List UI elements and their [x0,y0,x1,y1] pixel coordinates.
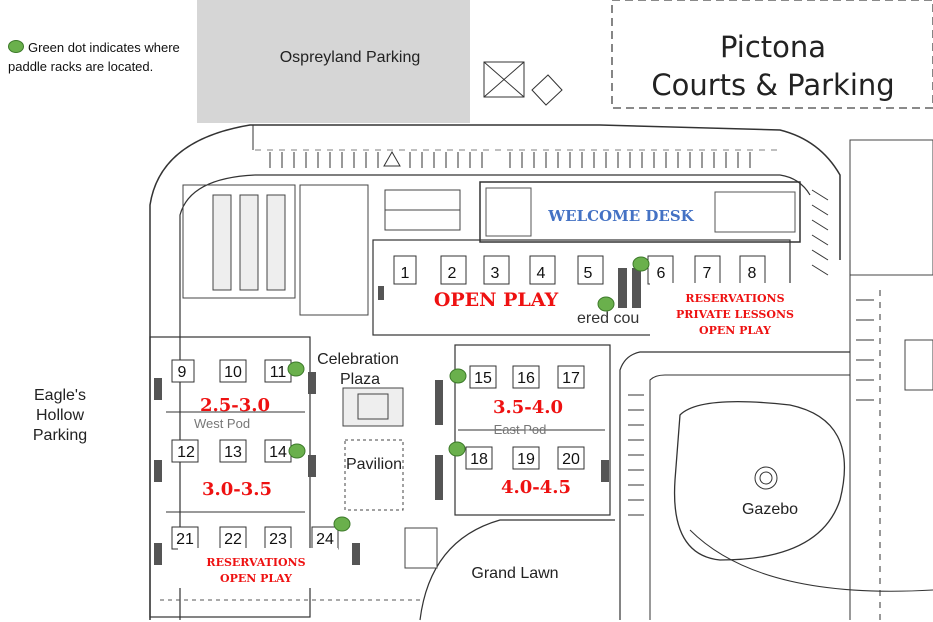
court-number: 23 [269,531,287,548]
legend-text: Green dot indicates where paddle racks a… [8,40,180,74]
title-line-2: Courts & Parking [651,68,895,102]
east-court-boxes [465,365,585,470]
court-numbers: 1 2 3 4 5 6 7 8 9 10 11 12 13 14 15 16 1… [176,265,756,548]
court-number: 1 [401,265,410,282]
east-pod-block [454,344,611,516]
lift-station [483,61,525,98]
court-number: 22 [224,531,242,548]
road-inner [179,174,811,620]
private-lessons-label: PRIVATE LESSONS [676,308,794,321]
west-court-boxes [171,359,339,550]
rack-dot [448,441,466,457]
ospreyland-parking-lot [197,0,470,123]
court-number: 15 [474,370,492,387]
court-number: 9 [178,364,187,381]
top-court-boxes [393,255,766,285]
court-number: 20 [562,451,580,468]
planter-area [182,184,296,299]
title-box [611,0,933,109]
court-number: 14 [269,444,287,461]
right-building [849,139,933,276]
court-number: 4 [537,265,546,282]
electric-pad [531,74,563,106]
rack-dot [449,368,467,384]
rack-dot [333,516,351,532]
court-number: 5 [584,265,593,282]
celebration-plaza-label: Celebration [317,351,399,368]
eagles-hollow-label: Hollow [36,407,84,424]
ospreyland-label: Ospreyland Parking [280,49,421,66]
rack-bar [618,268,627,308]
court-number: 2 [448,265,457,282]
court-number: 8 [748,265,757,282]
grand-lawn-label: Grand Lawn [471,565,558,582]
private-label-bg [650,283,820,341]
court-number: 24 [316,531,334,548]
eagles-hollow-label: Parking [33,427,87,444]
covered-courts-label: ered cou [577,310,639,327]
welcome-desk-label: WELCOME DESK [547,207,694,225]
pavilion-structure [344,439,404,511]
reservations-label-bottom: RESERVATIONS [206,556,305,569]
court-number: 3 [491,265,500,282]
legend-green-dot-icon [8,40,24,53]
court-number: 17 [562,370,580,387]
road-outer [149,124,841,620]
gazebo-lawn [673,401,846,561]
court-number: 11 [270,364,287,381]
welcome-building [479,181,801,243]
grand-lawn-edge [419,519,615,621]
open-court-block [299,184,369,316]
court-number: 21 [176,531,194,548]
title-line-1: Pictona [719,30,827,64]
rack-dot [632,256,650,272]
court-number: 12 [177,444,195,461]
court-number: 7 [703,265,712,282]
open-play-label-small: OPEN PLAY [699,324,771,337]
parking-stalls-top [269,152,751,168]
west-pod-label: West Pod [194,416,250,431]
open-play-label: OPEN PLAY [434,289,559,311]
reservations-label-bg [178,548,338,588]
east-pod-label: East Pod [494,422,547,437]
court-number: 18 [470,451,488,468]
legend: Green dot indicates where paddle racks a… [8,38,208,76]
skill-level-east-bottom: 4.0-4.5 [501,477,571,498]
court-number: 6 [657,265,666,282]
paddle-rack-dots [287,256,650,532]
eagles-hollow-label: Eagle's [34,387,86,404]
skill-level-west-bottom: 3.0-3.5 [202,479,272,500]
court-number: 13 [224,444,242,461]
reservations-label-top: RESERVATIONS [685,292,784,305]
map-title: Pictona Courts & Parking [623,28,923,104]
rack-dot [287,361,305,377]
skill-level-west-top: 2.5-3.0 [200,395,270,416]
court-number: 10 [224,364,242,381]
pavilion-label: Pavilion [346,456,402,473]
open-play-label-bottom: OPEN PLAY [220,572,292,585]
rack-bar [632,268,641,308]
rack-dot [597,296,615,312]
court-number: 19 [517,451,535,468]
skill-level-east-top: 3.5-4.0 [493,397,563,418]
court-number: 16 [517,370,535,387]
road-lower [619,351,850,620]
area-labels: WELCOME DESK OPEN PLAY RESERVATIONS PRIV… [200,207,794,585]
warning-sign [383,150,401,167]
parking-stalls-lower [628,299,874,516]
place-names: Ospreyland Parking Eagle's Hollow Parkin… [33,49,798,582]
welcome-label-bg [533,203,708,227]
gazebo-label: Gazebo [742,501,798,518]
celebration-plaza-label: Plaza [340,371,380,388]
gazebo-structure [754,466,778,490]
rack-dot [288,443,306,459]
parking-stalls-right [811,189,829,276]
